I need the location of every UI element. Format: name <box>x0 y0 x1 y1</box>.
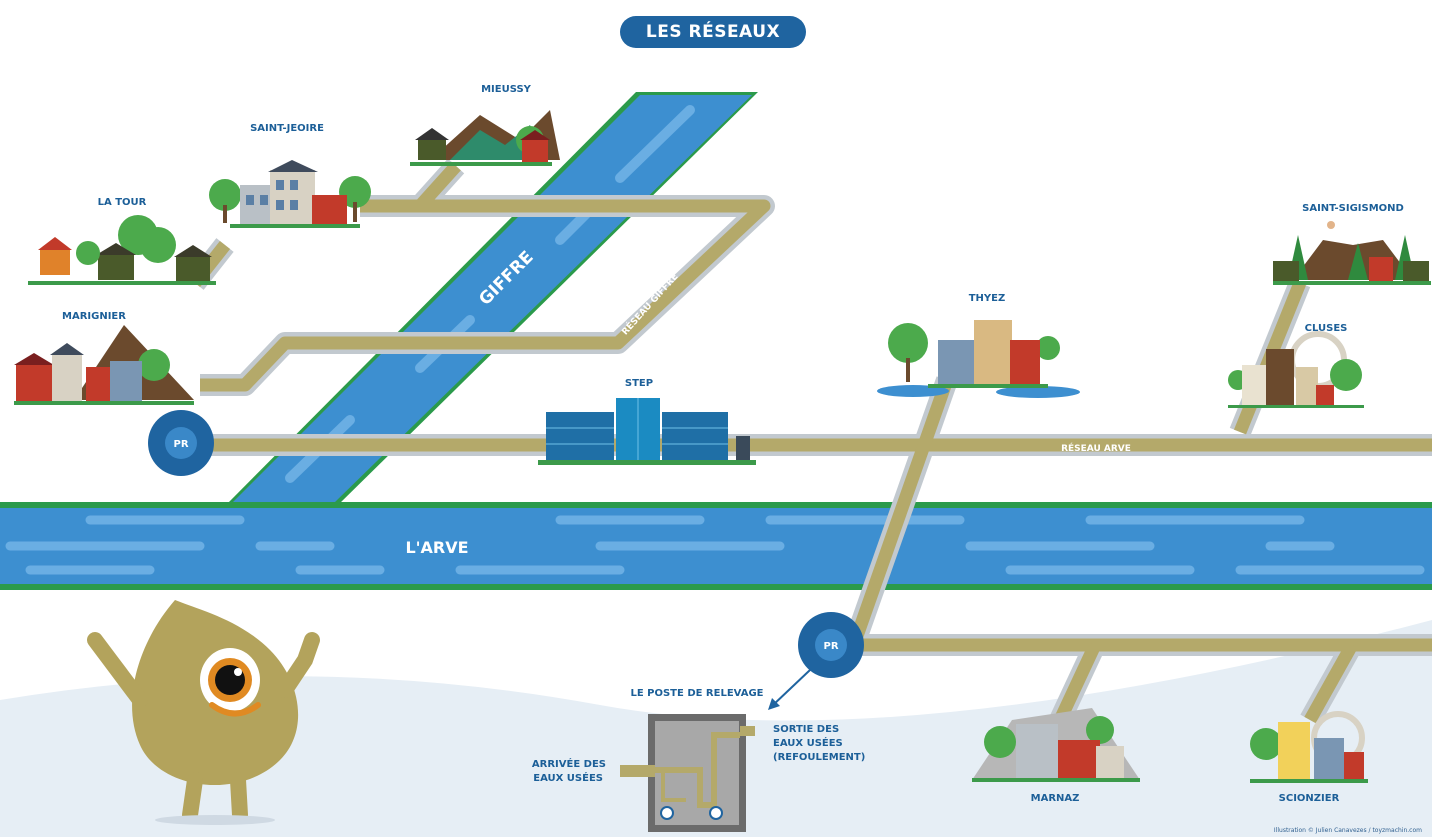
pumping-station-marker-1: PR <box>148 410 214 476</box>
place-label-step: STEP <box>625 378 653 389</box>
village-marignier <box>14 325 194 405</box>
pointer-arrow <box>771 669 811 707</box>
village-la-tour <box>28 215 216 285</box>
village-mieussy <box>410 110 560 166</box>
village-thyez <box>877 320 1080 398</box>
pumping-station-diagram <box>620 714 755 832</box>
village-cluses <box>1228 331 1364 408</box>
pumping-station-marker-2: PR <box>798 612 864 678</box>
place-label-mieussy: MIEUSSY <box>481 84 532 95</box>
arve-river <box>0 502 1432 590</box>
place-label-la-tour: LA TOUR <box>98 197 147 208</box>
station-title: LE POSTE DE RELEVAGE <box>630 688 763 699</box>
outlet-label-line2: EAUX USÉES <box>773 736 843 749</box>
pipe-network <box>186 158 1432 726</box>
pr-label-2: PR <box>823 641 838 652</box>
inlet-label-line1: ARRIVÉE DES <box>532 757 606 770</box>
mascot-drop-illustration <box>87 600 320 825</box>
pr-label-1: PR <box>173 439 188 450</box>
outlet-label-line3: (REFOULEMENT) <box>773 752 865 763</box>
village-scionzier <box>1250 711 1368 783</box>
place-label-scionzier: SCIONZIER <box>1279 793 1340 804</box>
place-label-marnaz: MARNAZ <box>1031 793 1080 804</box>
step-treatment-plant <box>538 398 756 465</box>
network-label-arve: RÉSEAU ARVE <box>1061 442 1131 454</box>
page-title: LES RÉSEAUX <box>620 16 806 48</box>
place-label-marignier: MARIGNIER <box>62 311 126 322</box>
outlet-label-line1: SORTIE DES <box>773 724 839 735</box>
place-label-saint-jeoire: SAINT-JEOIRE <box>250 123 324 134</box>
place-label-thyez: THYEZ <box>969 293 1006 304</box>
village-saint-jeoire <box>209 160 371 228</box>
river-label-arve: L'ARVE <box>405 538 468 557</box>
village-saint-sigismond <box>1273 221 1431 285</box>
place-label-saint-sigismond: SAINT-SIGISMOND <box>1302 203 1404 214</box>
village-marnaz <box>972 708 1140 782</box>
inlet-label-line2: EAUX USÉES <box>533 771 603 784</box>
place-label-cluses: CLUSES <box>1305 323 1348 334</box>
credit-text: Illustration © Julien Canavezes / toyzma… <box>1273 827 1422 834</box>
